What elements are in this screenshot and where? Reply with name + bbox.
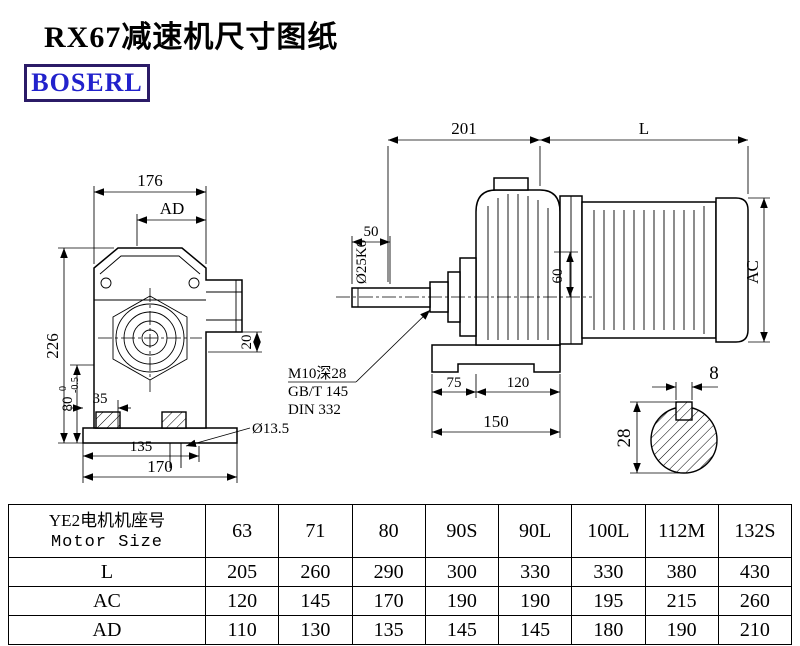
table-cell: 190 bbox=[497, 586, 573, 616]
side-view: 201 L 50 Ø25K6 60 AC M10深28 GB/T 145 DIN… bbox=[288, 119, 770, 438]
shaft-callout-label: Ø25K6 bbox=[354, 239, 370, 284]
side-base bbox=[431, 344, 561, 373]
size-col-header: 112M bbox=[644, 504, 719, 558]
dim-ad-label: AD bbox=[160, 199, 185, 218]
table-cell: 215 bbox=[644, 586, 719, 616]
dim-75-label: 75 bbox=[447, 375, 462, 391]
table-cell: 260 bbox=[278, 557, 353, 587]
tap-callout-line1: M10深28 bbox=[288, 365, 346, 382]
dim-20-label: 20 bbox=[239, 335, 255, 350]
table-row-L: L 205 260 290 300 330 330 380 430 bbox=[8, 557, 793, 587]
dim-8-label: 8 bbox=[709, 363, 719, 384]
dim-80-tol-upper: 0 bbox=[58, 386, 69, 391]
table-cell: 260 bbox=[717, 586, 793, 616]
dim-176-label: 176 bbox=[137, 171, 163, 190]
table-cell: 135 bbox=[351, 615, 426, 645]
table-cell: 145 bbox=[278, 586, 353, 616]
front-foot-hatch-left bbox=[95, 411, 121, 429]
table-cell: 110 bbox=[204, 615, 280, 645]
motor-size-table: YE2电机机座号 Motor Size 63 71 80 90S 90L 100… bbox=[8, 504, 793, 645]
table-cell: 195 bbox=[571, 586, 646, 616]
row-label: AD bbox=[8, 615, 206, 645]
motor-body bbox=[581, 201, 717, 339]
dim-ac-label: AC bbox=[743, 260, 762, 284]
boserl-logo: BOSERL bbox=[24, 64, 150, 102]
tap-callout-line3: DIN 332 bbox=[288, 402, 341, 418]
size-col-header: 132S bbox=[717, 504, 793, 558]
hole-callout-label: Ø13.5 bbox=[252, 421, 289, 437]
logo-text: BOSERL bbox=[31, 68, 143, 97]
table-cell: 130 bbox=[278, 615, 353, 645]
fan-cowl bbox=[715, 197, 749, 343]
table-cell: 330 bbox=[497, 557, 573, 587]
dim-120-label: 120 bbox=[507, 375, 530, 391]
dim-170-label: 170 bbox=[147, 457, 173, 476]
table-cell: 330 bbox=[571, 557, 646, 587]
table-header-row: YE2电机机座号 Motor Size 63 71 80 90S 90L 100… bbox=[8, 504, 793, 558]
dim-226-label: 226 bbox=[43, 333, 62, 359]
table-cell: 380 bbox=[644, 557, 719, 587]
table-cell: 190 bbox=[424, 586, 500, 616]
header-label-cn: YE2电机机座号 bbox=[48, 511, 166, 531]
dim-50-label: 50 bbox=[364, 224, 379, 240]
table-row-AD: AD 110 130 135 145 145 180 190 210 bbox=[8, 615, 793, 645]
keyway bbox=[675, 401, 693, 421]
row-label: L bbox=[8, 557, 206, 587]
dim-135-label: 135 bbox=[130, 439, 153, 455]
table-cell: 145 bbox=[424, 615, 500, 645]
table-row-AC: AC 120 145 170 190 190 195 215 260 bbox=[8, 586, 793, 616]
dim-80-tol-lower: -0.5 bbox=[70, 377, 81, 393]
dim-35-label: 35 bbox=[93, 391, 108, 407]
table-cell: 205 bbox=[204, 557, 280, 587]
header-label-en: Motor Size bbox=[50, 532, 164, 552]
dim-150-label: 150 bbox=[483, 412, 509, 431]
tap-callout-line2: GB/T 145 bbox=[288, 384, 348, 400]
technical-drawing: 176 AD 226 80 0 -0.5 35 bbox=[43, 119, 770, 483]
size-col-header: 80 bbox=[351, 504, 426, 558]
header-label-cell: YE2电机机座号 Motor Size bbox=[8, 504, 206, 558]
dim-201-label: 201 bbox=[451, 119, 477, 138]
size-col-header: 100L bbox=[571, 504, 646, 558]
dim-80-label: 80 bbox=[60, 397, 76, 412]
table-cell: 180 bbox=[571, 615, 646, 645]
front-view: 176 AD 226 80 0 -0.5 35 bbox=[43, 171, 289, 483]
table-cell: 170 bbox=[351, 586, 426, 616]
front-foot-hatch-right bbox=[161, 411, 187, 429]
size-col-header: 71 bbox=[278, 504, 353, 558]
output-shaft bbox=[351, 287, 431, 308]
table-cell: 290 bbox=[351, 557, 426, 587]
front-base-plate bbox=[82, 427, 238, 444]
dim-60-label: 60 bbox=[550, 269, 566, 284]
dim-28-label: 28 bbox=[614, 429, 635, 448]
size-col-header: 90L bbox=[497, 504, 573, 558]
page-title: RX67减速机尺寸图纸 bbox=[44, 21, 339, 54]
row-label: AC bbox=[8, 586, 206, 616]
table-cell: 145 bbox=[497, 615, 573, 645]
shaft-detail-view: 8 28 bbox=[614, 363, 719, 474]
table-cell: 300 bbox=[424, 557, 500, 587]
table-cell: 120 bbox=[204, 586, 280, 616]
size-col-header: 90S bbox=[424, 504, 500, 558]
table-cell: 430 bbox=[717, 557, 793, 587]
table-cell: 210 bbox=[717, 615, 793, 645]
size-col-header: 63 bbox=[204, 504, 280, 558]
dim-l-label: L bbox=[639, 119, 649, 138]
table-cell: 190 bbox=[644, 615, 719, 645]
